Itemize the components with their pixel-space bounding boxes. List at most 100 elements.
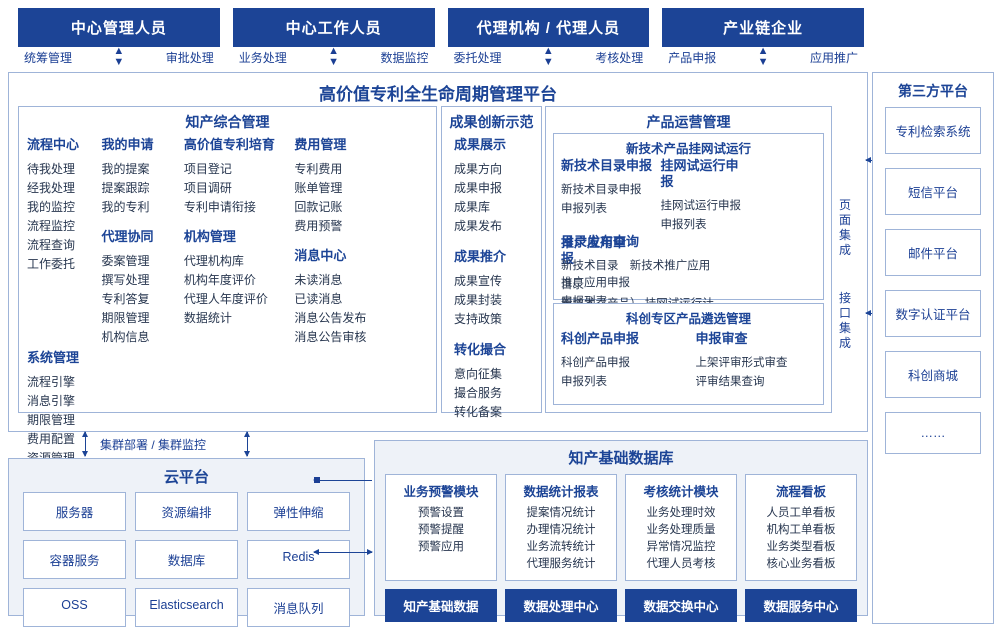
ip-item[interactable]: 项目登记 <box>183 162 232 176</box>
ip-item[interactable]: 回款记账 <box>294 200 343 214</box>
ip-item[interactable]: 流程引擎 <box>27 375 76 389</box>
prod-item[interactable]: 挂网试运行申报 <box>660 200 741 212</box>
kc-item[interactable]: 申报列表 <box>561 376 607 388</box>
cloud-cell-server[interactable]: 服务器 <box>23 492 126 531</box>
third-party-item-ca[interactable]: 数字认证平台 <box>885 290 981 337</box>
ach-item[interactable]: 成果发布 <box>454 219 503 233</box>
ip-item[interactable]: 流程查询 <box>27 238 76 252</box>
prod-item[interactable]: 新技术目录 <box>561 260 619 272</box>
third-party-item-patent-search[interactable]: 专利检索系统 <box>885 107 981 154</box>
ip-item[interactable]: 机构年度评价 <box>183 273 256 287</box>
ip-item[interactable]: 代理人年度评价 <box>183 292 268 306</box>
kc-item[interactable]: 科创产品申报 <box>561 357 630 369</box>
db-item[interactable]: 代理服务统计 <box>526 558 596 570</box>
ip-item[interactable]: 流程监控 <box>27 219 76 233</box>
kc-item[interactable]: 上架评审形式审查 <box>695 357 788 369</box>
ip-item[interactable]: 期限管理 <box>101 311 150 325</box>
ach-item[interactable]: 转化备案 <box>454 405 503 419</box>
ip-item[interactable]: 数据统计 <box>183 311 232 325</box>
third-party-item-more[interactable]: …… <box>885 412 981 454</box>
db-item[interactable]: 异常情况监控 <box>646 541 716 553</box>
cloud-cell-database[interactable]: 数据库 <box>135 540 238 579</box>
cloud-cell-container[interactable]: 容器服务 <box>23 540 126 579</box>
db-item[interactable]: 业务类型看板 <box>766 541 836 553</box>
db-button-processing[interactable]: 数据处理中心 <box>505 589 617 622</box>
db-item[interactable]: 预警提醒 <box>418 524 464 536</box>
db-item[interactable]: 核心业务看板 <box>766 558 836 570</box>
ip-item[interactable]: 我的专利 <box>101 200 150 214</box>
kc-item[interactable]: 评审结果查询 <box>695 376 765 388</box>
ip-item[interactable]: 费用预警 <box>294 219 343 233</box>
ip-item[interactable]: 已读消息 <box>294 292 343 306</box>
ip-item[interactable]: 消息引擎 <box>27 394 76 408</box>
ip-item[interactable]: 经我处理 <box>27 181 76 195</box>
ip-item[interactable]: 机构信息 <box>101 330 150 344</box>
db-item[interactable]: 人员工单看板 <box>766 507 836 519</box>
ip-item[interactable]: 撰写处理 <box>101 273 150 287</box>
ip-item[interactable]: 账单管理 <box>294 181 343 195</box>
ach-item[interactable]: 意向征集 <box>454 367 503 381</box>
ip-item[interactable]: 代理机构库 <box>183 254 244 268</box>
third-party-item-mall[interactable]: 科创商城 <box>885 351 981 398</box>
db-item[interactable]: 代理人员考核 <box>646 558 716 570</box>
db-item[interactable]: 机构工单看板 <box>766 524 836 536</box>
ach-item[interactable]: 成果方向 <box>454 162 503 176</box>
db-item[interactable]: 业务处理质量 <box>646 524 716 536</box>
cloud-cell-elasticsearch[interactable]: Elasticsearch <box>135 588 238 627</box>
ip-item[interactable]: 专利申请衔接 <box>183 200 256 214</box>
third-party-item-email[interactable]: 邮件平台 <box>885 229 981 276</box>
ip-item[interactable]: 专利费用 <box>294 162 343 176</box>
ip-item[interactable]: 待我处理 <box>27 162 76 176</box>
ach-item[interactable]: 支持政策 <box>454 312 503 326</box>
cloud-cell-orchestration[interactable]: 资源编排 <box>135 492 238 531</box>
ip-item[interactable]: 工作委托 <box>27 257 76 271</box>
prod-item[interactable]: 推广应用申报 <box>561 277 630 289</box>
ip-item[interactable]: 提案跟踪 <box>101 181 150 195</box>
role-2-sub-1: 业务处理 <box>238 50 287 65</box>
subbox-new-tech-trial: 新技术产品挂网试运行 新技术目录申报 新技术目录申报 申报列表 挂网试运行申报 … <box>553 133 824 393</box>
db-item[interactable]: 预警应用 <box>418 541 464 553</box>
db-button-service[interactable]: 数据服务中心 <box>745 589 857 622</box>
ach-group-2-head: 成果推介 <box>454 249 507 264</box>
cloud-cell-redis[interactable]: Redis <box>247 540 350 579</box>
prod-item[interactable]: 申报列表 <box>561 203 607 215</box>
prod-item[interactable]: 申报列表 <box>660 219 707 231</box>
db-button-base-data[interactable]: 知产基础数据 <box>385 589 497 622</box>
ip-item[interactable]: 消息公告发布 <box>294 311 367 325</box>
ip-item[interactable]: 委案管理 <box>101 254 150 268</box>
prod-item[interactable]: 新技术目录申报 <box>561 184 642 196</box>
ip-col-fee: 费用管理 专利费用 账单管理 回款记账 费用预警 消息中心 未读消息 已读消息 … <box>294 134 374 347</box>
db-item[interactable]: 预警设置 <box>418 507 464 519</box>
role-card-3: 代理机构 / 代理人员 <box>447 8 650 47</box>
ach-item[interactable]: 成果封装 <box>454 293 503 307</box>
ach-item[interactable]: 成果申报 <box>454 181 503 195</box>
db-button-exchange[interactable]: 数据交换中心 <box>625 589 737 622</box>
ip-col-myapply-head: 我的申请 <box>101 137 154 152</box>
ip-item[interactable]: 专利答复 <box>101 292 150 306</box>
ip-item[interactable]: 费用配置 <box>27 432 76 446</box>
subbox-new-tech-trial-title: 新技术产品挂网试运行 <box>625 142 751 156</box>
ach-item[interactable]: 成果库 <box>454 200 491 214</box>
third-party-item-sms[interactable]: 短信平台 <box>885 168 981 215</box>
ip-item[interactable]: 我的提案 <box>101 162 150 176</box>
ach-item[interactable]: 撮合服务 <box>454 386 503 400</box>
ip-item[interactable]: 消息公告审核 <box>294 330 367 344</box>
cloud-cell-oss[interactable]: OSS <box>23 588 126 627</box>
db-item[interactable]: 办理情况统计 <box>526 524 596 536</box>
db-item[interactable]: 业务处理时效 <box>646 507 716 519</box>
ip-item[interactable]: 我的监控 <box>27 200 76 214</box>
prod-item[interactable]: 新技术推广应用目录 <box>561 260 711 291</box>
db-item[interactable]: 业务流转统计 <box>526 541 596 553</box>
db-item[interactable]: 提案情况统计 <box>526 507 596 519</box>
panel-ip-management: 知产综合管理 流程中心 待我处理 经我处理 我的监控 流程监控 流程查询 工作委… <box>18 106 437 541</box>
ip-item[interactable]: 项目调研 <box>183 181 232 195</box>
ip-item[interactable]: 未读消息 <box>294 273 343 287</box>
role-4-sub-2: 应用推广 <box>809 50 858 65</box>
prod-group-promo-head: 推广应用申报 <box>561 235 627 266</box>
cloud-cell-mq[interactable]: 消息队列 <box>247 588 350 627</box>
ip-col-orgmanage-head: 机构管理 <box>183 229 236 244</box>
ip-item[interactable]: 期限管理 <box>27 413 76 427</box>
cloud-cell-autoscale[interactable]: 弹性伸缩 <box>247 492 350 531</box>
database-buttons: 知产基础数据 数据处理中心 数据交换中心 数据服务中心 <box>375 581 867 622</box>
ach-item[interactable]: 成果宣传 <box>454 274 503 288</box>
